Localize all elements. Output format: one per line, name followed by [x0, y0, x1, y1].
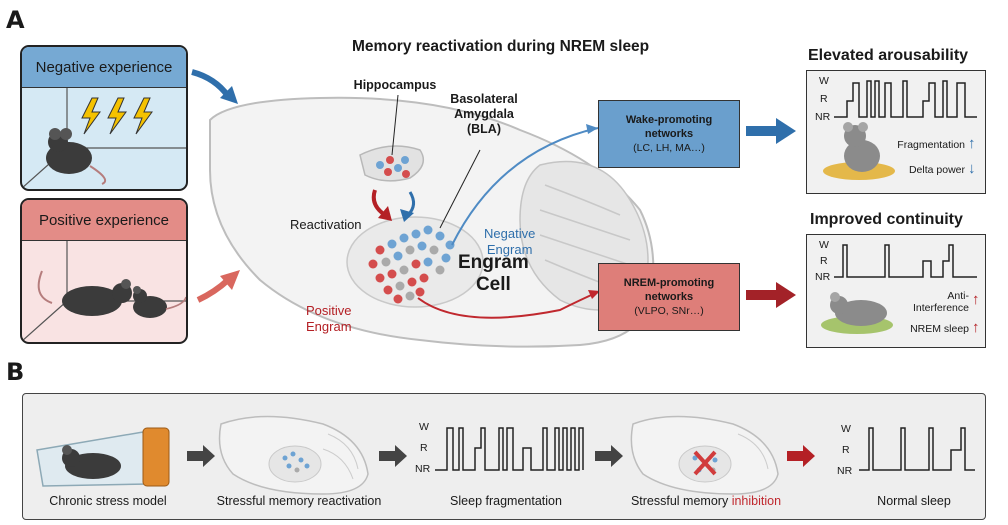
hyp-w-label-2: W	[819, 239, 829, 251]
nrem-net-title-1: NREM-promoting	[623, 277, 715, 289]
bla-label: Basolateral Amygdala (BLA)	[444, 92, 524, 137]
flow-arrow-2-icon	[379, 445, 407, 467]
delta-power-down-arrow-icon: ↓	[968, 160, 976, 177]
hyp-nr-label: NR	[815, 111, 831, 123]
nrem-sleep-label: NREM sleep	[910, 323, 969, 335]
wake-net-title-1: Wake-promoting	[625, 114, 713, 126]
b-hyp-r-label-2: R	[842, 444, 850, 456]
positive-engram-line-1: Positive	[306, 303, 352, 318]
inhibition-x-icon	[693, 450, 717, 476]
wake-net-title-2: networks	[644, 128, 694, 140]
stress-brain-icon	[218, 415, 369, 495]
mouse-on-nest-icon	[823, 122, 895, 180]
engram-cell-line-1: Engram	[458, 252, 529, 273]
positive-engram-label: Positive Engram	[306, 303, 352, 335]
anti-interference-up-arrow-icon: ↑	[972, 291, 980, 308]
b-hyp-nr-label-2: NR	[837, 465, 853, 477]
engram-cell-label: Engram Cell	[458, 252, 529, 296]
positive-cage-scene	[22, 241, 186, 342]
negative-projection-line	[451, 127, 599, 246]
hyp-nr-label-2: NR	[815, 271, 831, 283]
wake-net-regions: (LC, LH, MA…)	[633, 142, 705, 154]
positive-projection-line	[417, 291, 599, 319]
blue-arrow-icon	[191, 69, 238, 104]
panel-a-title: Memory reactivation during NREM sleep	[352, 38, 650, 55]
caption-stressful-memory: Stressful memory	[630, 494, 729, 508]
b-hyp-w-label-1: W	[419, 421, 429, 433]
negative-experience-label: Negative experience	[22, 47, 186, 88]
hyp-r-label: R	[820, 93, 828, 105]
hippocampus-pointer	[391, 94, 399, 156]
panel-b-fragmented-hypnogram	[435, 427, 584, 471]
flow-arrow-3-icon	[595, 445, 623, 467]
panel-a-letter: A	[6, 6, 25, 34]
wake-output-arrow-icon	[746, 118, 796, 144]
nrem-sleep-up-arrow-icon: ↑	[972, 319, 980, 336]
bla-line-3: (BLA)	[466, 122, 501, 136]
caption-normal-sleep: Normal sleep	[877, 494, 951, 508]
continuous-hypnogram	[821, 244, 977, 334]
caption-inhibition-word: inhibition	[731, 494, 782, 508]
red-arrow-icon	[196, 270, 240, 303]
nrem-promoting-box: NREM-promoting networks (VLPO, SNr…)	[598, 263, 740, 331]
improved-continuity-title: Improved continuity	[810, 211, 963, 228]
mouse-icon	[46, 128, 106, 185]
b-hyp-nr-label-1: NR	[415, 463, 431, 475]
b-hyp-r-label-1: R	[420, 442, 428, 454]
hyp-r-label-2: R	[820, 255, 828, 267]
nrem-net-regions: (VLPO, SNr…)	[634, 305, 704, 317]
inhibited-brain-icon	[630, 415, 779, 495]
caption-stressful-inhibition: Stressful memory inhibition	[621, 494, 791, 508]
hippocampus-label: Hippocampus	[353, 78, 437, 92]
caption-chronic-stress: Chronic stress model	[49, 494, 167, 508]
elevated-arousability-title: Elevated arousability	[808, 47, 969, 64]
bla-pointer	[439, 149, 481, 229]
nrem-net-title-2: networks	[644, 291, 694, 303]
negative-engram-label: Negative Engram	[484, 226, 535, 258]
panel-b-illustrations	[36, 415, 975, 495]
bla-line-1: Basolateral	[450, 92, 518, 106]
anti-line-2: Interference	[912, 302, 969, 314]
panel-b-letter: B	[6, 358, 25, 386]
hippocampus-cells	[376, 156, 410, 178]
lightning-icon	[81, 97, 153, 135]
anti-interference-label: Anti- Interference	[893, 290, 969, 314]
elevated-arousability-box: W R NR Fragmentation ↑ Delta power ↓	[806, 70, 986, 194]
positive-experience-label: Positive experience	[22, 200, 186, 241]
anti-line-1: Anti-	[947, 290, 969, 302]
negative-cage-scene	[22, 88, 186, 189]
wake-promoting-box: Wake-promoting networks (LC, LH, MA…)	[598, 100, 740, 168]
panel-b-box: W R NR W R NR Chronic stress model Stres…	[22, 393, 986, 520]
bla-line-2: Amygdala	[454, 107, 514, 121]
b-hyp-w-label-2: W	[841, 423, 851, 435]
restraint-tube-icon	[36, 427, 170, 487]
engram-cells	[368, 225, 455, 304]
caption-stressful-reactivation: Stressful memory reactivation	[216, 494, 382, 508]
fragmentation-up-arrow-icon: ↑	[968, 135, 976, 152]
brain-illustration	[209, 96, 655, 348]
mouse-pair-icon	[37, 270, 186, 318]
negative-engram-line-2: Engram	[486, 242, 533, 257]
delta-power-label: Delta power	[908, 164, 965, 176]
flow-arrow-4-icon	[787, 445, 815, 467]
flow-arrow-1-icon	[187, 445, 215, 467]
negative-engram-line-1: Negative	[484, 226, 536, 241]
nrem-output-arrow-icon	[746, 282, 796, 308]
fragmented-hypnogram	[823, 80, 977, 180]
positive-experience-box: Positive experience	[20, 198, 188, 344]
panel-b-normal-hypnogram	[859, 427, 975, 471]
sleeping-mouse-icon	[821, 292, 893, 334]
engram-cell-line-2: Cell	[475, 274, 511, 295]
positive-engram-line-2: Engram	[306, 319, 352, 334]
fragmentation-label: Fragmentation	[897, 139, 965, 151]
improved-continuity-box: W R NR Anti- Interference ↑ NREM sleep ↑	[806, 234, 986, 348]
reactivation-label: Reactivation	[290, 217, 362, 232]
caption-sleep-fragmentation: Sleep fragmentation	[450, 494, 562, 508]
hyp-w-label: W	[819, 75, 829, 87]
negative-experience-box: Negative experience	[20, 45, 188, 191]
